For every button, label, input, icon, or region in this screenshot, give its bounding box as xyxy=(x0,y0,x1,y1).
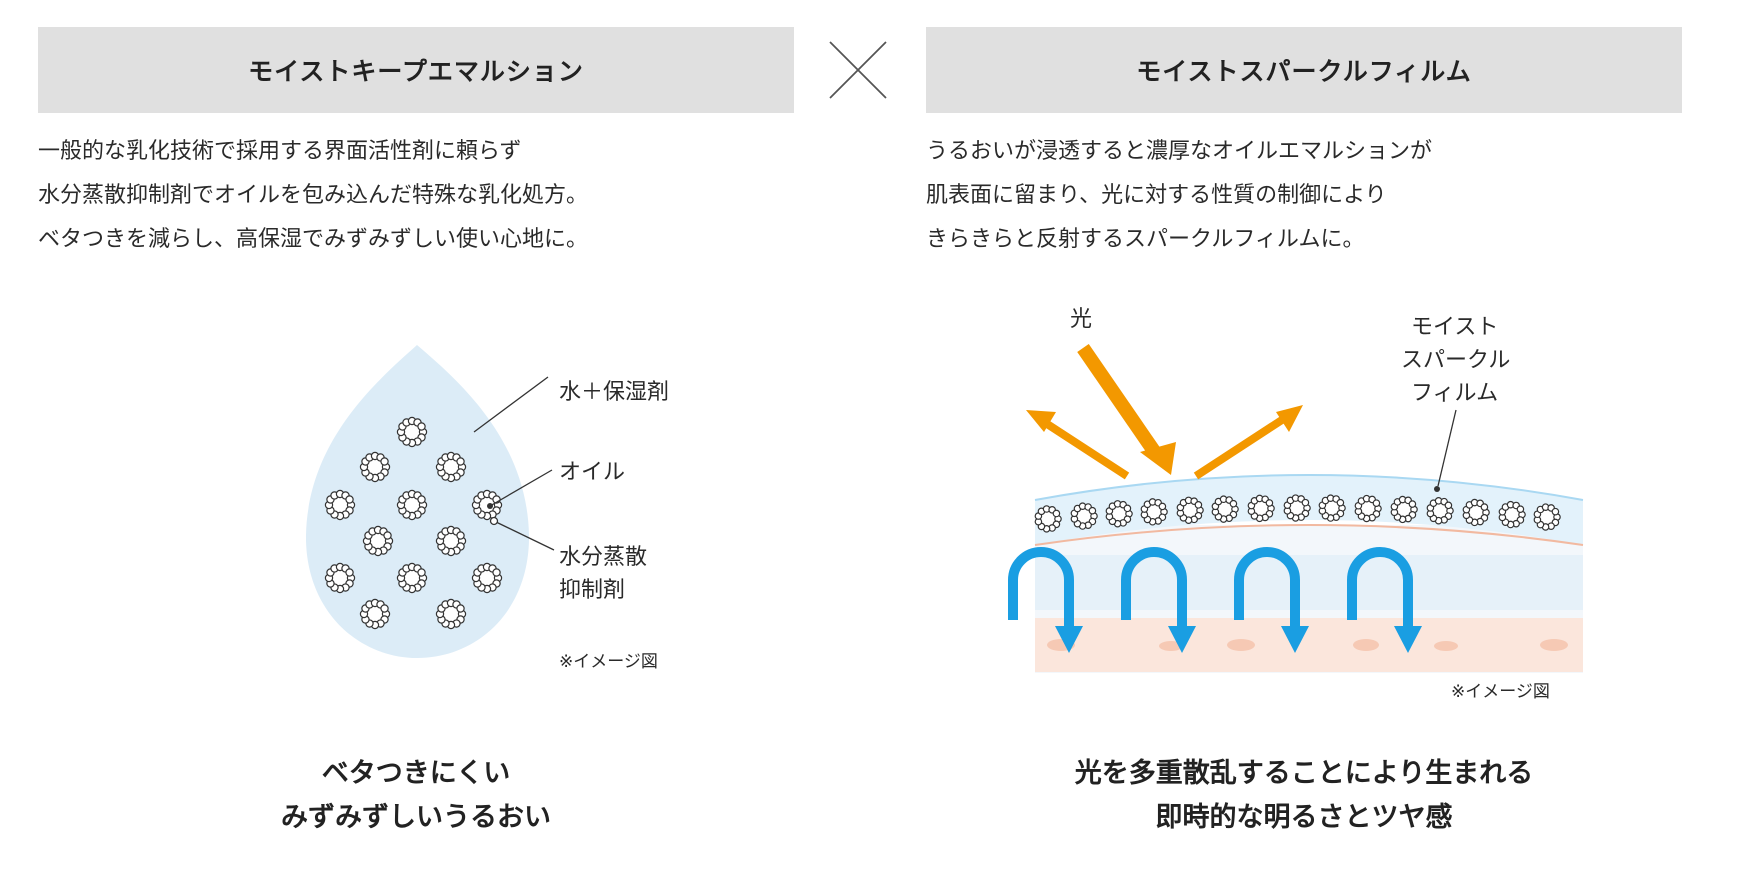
sparkle-film-diagram: 光 モイスト スパークル フィルム ※イメージ図 xyxy=(1008,307,1584,702)
oil-droplet xyxy=(1034,505,1062,533)
cross-icon xyxy=(829,41,887,99)
left-description-line: 一般的な乳化技術で採用する界面活性剤に頼らず xyxy=(38,139,522,164)
oil-droplet xyxy=(359,451,391,483)
left-caption: ベタつきにくい みずみずしいうるおい xyxy=(38,752,794,840)
oil-droplet xyxy=(1140,498,1168,526)
oil-droplet xyxy=(362,525,394,557)
light-arrows xyxy=(1026,344,1303,480)
oil-clusters xyxy=(324,416,503,630)
oil-droplet xyxy=(471,562,503,594)
skin-layer-blue xyxy=(1035,555,1583,610)
film-oil-clusters xyxy=(1034,494,1561,533)
right-description: うるおいが浸透すると濃厚なオイルエマルションが 肌表面に留まり、光に対する性質の… xyxy=(926,130,1682,262)
image-note: ※イメージ図 xyxy=(559,652,658,672)
label-oil: オイル xyxy=(559,460,625,485)
leader-line-water xyxy=(473,376,549,433)
film-marker xyxy=(1434,486,1440,492)
right-description-line: うるおいが浸透すると濃厚なオイルエマルションが xyxy=(926,139,1433,164)
oil-droplet xyxy=(324,489,356,521)
label-water-humectant: 水＋保湿剤 xyxy=(559,380,669,405)
left-caption-line: みずみずしいうるおい xyxy=(281,802,551,833)
oil-droplet xyxy=(1283,494,1311,522)
oil-droplet xyxy=(359,598,391,630)
oil-droplet xyxy=(1247,494,1275,523)
oil-droplet xyxy=(1462,498,1490,527)
oil-droplet xyxy=(1318,494,1346,522)
film-top-edge xyxy=(1034,474,1584,501)
left-panel: モイストキープエマルション 一般的な乳化技術で採用する界面活性剤に頼らず 水分蒸… xyxy=(38,0,794,871)
penetration-arrows xyxy=(1008,547,1422,653)
left-description-line: ベタつきを減らし、高保湿でみずみずしい使い心地に。 xyxy=(38,227,589,252)
oil-droplet xyxy=(1176,496,1204,524)
oil-droplet xyxy=(435,598,467,630)
oil-droplet xyxy=(1105,500,1133,528)
label-film-line2: スパークル xyxy=(1401,348,1510,373)
oil-droplet xyxy=(1354,494,1382,523)
label-film-line3: フィルム xyxy=(1411,381,1498,406)
label-film-line1: モイスト xyxy=(1411,315,1498,340)
left-panel-title: モイストキープエマルション xyxy=(38,27,794,113)
right-caption-line: 即時的な明るさとツヤ感 xyxy=(1155,802,1453,833)
oil-droplet xyxy=(1211,495,1239,523)
left-caption-line: ベタつきにくい xyxy=(321,758,511,789)
oil-droplet xyxy=(1498,500,1526,529)
skin-surface-line xyxy=(1034,524,1584,546)
right-panel: モイストスパークルフィルム うるおいが浸透すると濃厚なオイルエマルションが 肌表… xyxy=(926,0,1682,871)
oil-droplet xyxy=(396,489,428,521)
oil-droplet xyxy=(1070,502,1098,530)
right-description-line: きらきらと反射するスパークルフィルムに。 xyxy=(926,227,1365,252)
label-light: 光 xyxy=(1070,307,1092,332)
leader-line-oil xyxy=(489,469,553,507)
right-panel-title: モイストスパークルフィルム xyxy=(926,27,1682,113)
oil-droplet xyxy=(435,451,467,483)
oil-droplet xyxy=(1390,495,1418,524)
emulsion-drop-diagram: 水＋保湿剤 オイル 水分蒸散 抑制剤 ※イメージ図 xyxy=(305,345,669,672)
leader-line-inhibitor xyxy=(493,520,555,551)
oil-droplet xyxy=(1426,497,1454,525)
oil-droplet xyxy=(1533,503,1561,531)
inhibitor-marker xyxy=(489,516,499,526)
leader-line-film xyxy=(1437,409,1457,487)
oil-droplet xyxy=(435,525,467,557)
oil-marker xyxy=(487,503,493,509)
right-caption-line: 光を多重散乱することにより生まれる xyxy=(1074,758,1534,789)
oil-droplet xyxy=(396,562,428,594)
label-inhibitor-line1: 水分蒸散 xyxy=(559,545,647,570)
oil-droplet xyxy=(324,562,356,594)
right-caption: 光を多重散乱することにより生まれる 即時的な明るさとツヤ感 xyxy=(926,752,1682,840)
right-description-line: 肌表面に留まり、光に対する性質の制御により xyxy=(926,183,1387,208)
oil-droplet xyxy=(471,489,503,521)
left-description: 一般的な乳化技術で採用する界面活性剤に頼らず 水分蒸散抑制剤でオイルを包み込んだ… xyxy=(38,130,794,262)
label-inhibitor-line2: 抑制剤 xyxy=(559,578,625,603)
skin-layer-pink xyxy=(1035,618,1583,672)
oil-droplet xyxy=(396,416,428,448)
left-description-line: 水分蒸散抑制剤でオイルを包み込んだ特殊な乳化処方。 xyxy=(38,183,589,208)
image-note: ※イメージ図 xyxy=(1451,682,1550,702)
